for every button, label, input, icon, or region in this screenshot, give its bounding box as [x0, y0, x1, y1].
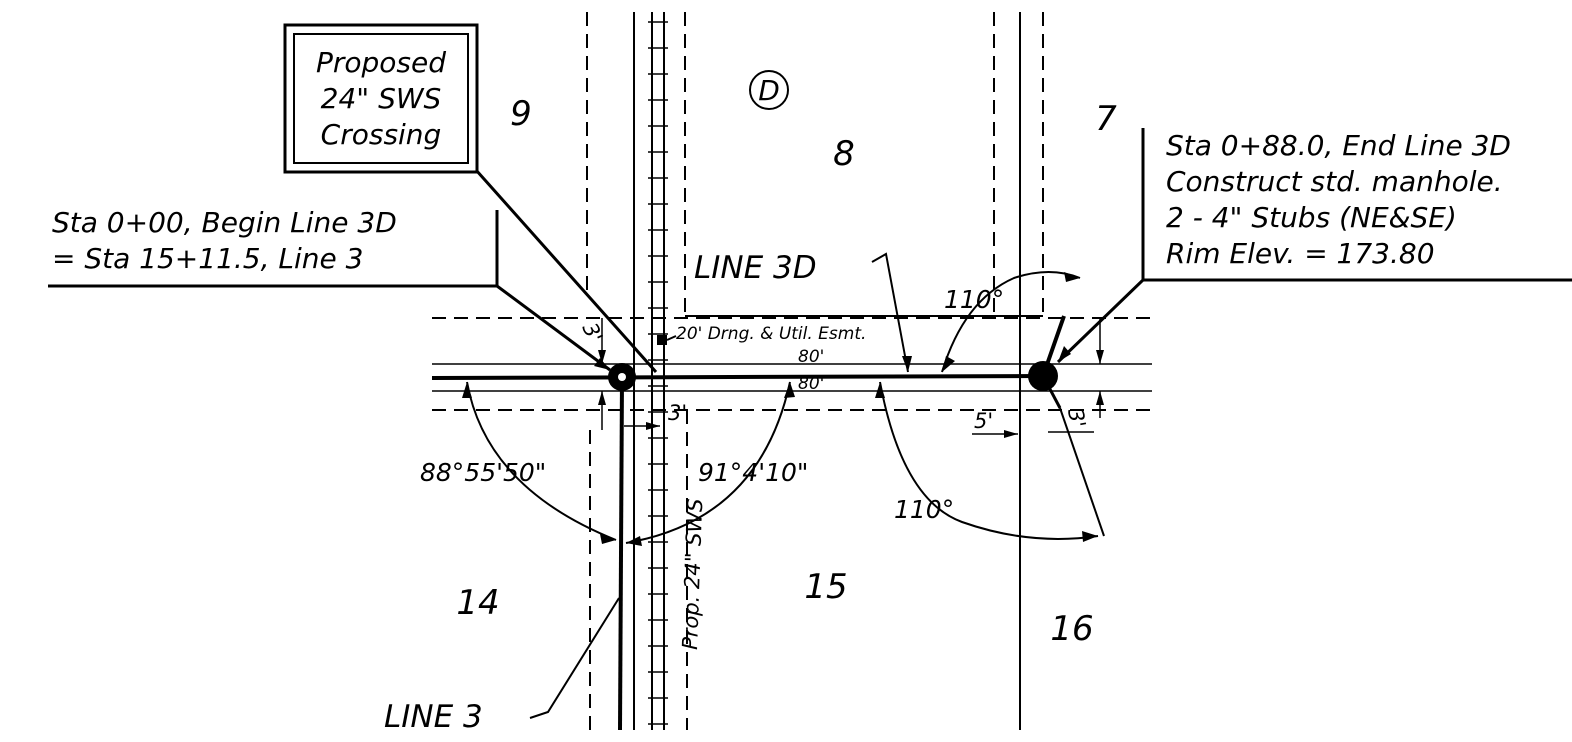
angle-mid-label: 91°4'10"	[698, 458, 808, 487]
offset-5-arrowhead	[1004, 430, 1018, 438]
angle-left-arc	[466, 381, 617, 541]
manhole-begin-core	[618, 373, 626, 381]
angle-right-top-label: 110°	[944, 285, 1004, 314]
angle-right-low-arrow-b	[1082, 531, 1098, 542]
crossing-callout-line-2: 24" SWS	[321, 82, 442, 115]
angle-right-top-arrow-a	[942, 356, 955, 372]
lot-9: 9	[510, 94, 532, 134]
lot-7: 7	[1095, 99, 1117, 139]
angle-right-low-label: 110°	[894, 495, 954, 524]
angle-right-top-arc	[941, 271, 1081, 373]
lot-14: 14	[456, 583, 499, 623]
end-callout-line-4: Rim Elev. = 173.80	[1166, 237, 1435, 270]
end-leader-arrowhead	[1058, 346, 1071, 362]
existing-pipe-ladder	[648, 12, 668, 730]
line-3d-leader	[871, 252, 909, 373]
line-3d-leader-arrowhead	[902, 356, 912, 372]
length-80-bottom: 80'	[798, 374, 824, 394]
end-callout: Sta 0+88.0, End Line 3D Construct std. m…	[1056, 128, 1572, 364]
angle-right-low-arc	[879, 381, 1099, 540]
easement-marker	[657, 335, 667, 345]
lot-8: 8	[833, 134, 855, 174]
line-3-pipe	[618, 377, 624, 731]
block-d-label: D	[758, 74, 780, 107]
angle-right-low-arrow-a	[875, 382, 885, 398]
begin-leader-line	[496, 284, 611, 372]
crossing-callout: Proposed 24" SWS Crossing	[283, 23, 658, 373]
crossing-callout-line-1: Proposed	[316, 46, 446, 79]
crossing-callout-inner-frame	[293, 33, 469, 164]
lot-16: 16	[1050, 609, 1093, 649]
crossing-leader-line	[474, 169, 658, 373]
crossing-callout-line-3: Crossing	[321, 118, 442, 151]
line-3d-label: LINE 3D	[694, 250, 817, 286]
offset-3-left: 3'	[577, 319, 607, 346]
angle-left-arrow-a	[462, 382, 472, 398]
lot-15: 15	[804, 567, 847, 607]
line-3d-label-group: LINE 3D	[694, 250, 912, 373]
angle-right-top-group: 110°	[941, 271, 1081, 373]
angle-right-low-group: 110°	[875, 381, 1105, 542]
block-d-circle	[749, 70, 789, 110]
begin-callout-line-1: Sta 0+00, Begin Line 3D	[52, 206, 397, 239]
line-3d-pipe	[431, 374, 1044, 380]
angle-left-label: 88°55'50"	[420, 458, 546, 487]
line-3-leader	[529, 597, 620, 719]
offset-3-mid: 3'	[668, 401, 687, 425]
manhole-end	[1028, 361, 1058, 391]
angle-right-top-arrow-b	[1064, 272, 1080, 282]
offset-left-group: 3'	[577, 318, 607, 430]
offset-right-group: 3'	[1048, 318, 1104, 433]
crossing-callout-outer-frame	[283, 23, 479, 174]
easement-label: 20' Drng. & Util. Esmt.	[676, 324, 866, 344]
end-callout-line-1: Sta 0+88.0, End Line 3D	[1166, 129, 1511, 162]
offset-5-label: 5'	[974, 409, 993, 433]
angle-mid-arrow-a	[784, 382, 795, 398]
prop-pipe-label: Prop. 24" SWS	[678, 498, 707, 650]
offset-mid-group: 3'	[624, 401, 687, 430]
begin-callout: Sta 0+00, Begin Line 3D = Sta 15+11.5, L…	[48, 206, 611, 372]
length-80-top: 80'	[798, 347, 824, 367]
end-callout-line-2: Construct std. manhole.	[1166, 165, 1503, 198]
angle-mid-arrow-b	[626, 536, 642, 546]
offset-3-right: 3'	[1063, 407, 1090, 430]
easement-marker-leader	[666, 335, 677, 341]
angle-right-low-extension	[1059, 407, 1105, 537]
line-3-label: LINE 3	[384, 699, 483, 735]
angle-left-arrow-b	[600, 534, 616, 544]
line-3-label-group: LINE 3	[384, 597, 620, 735]
begin-callout-line-2: = Sta 15+11.5, Line 3	[52, 242, 363, 275]
offset-5-group: 5'	[972, 409, 1018, 438]
end-callout-line-3: 2 - 4" Stubs (NE&SE)	[1166, 201, 1457, 234]
angle-mid-arc	[625, 381, 791, 544]
angle-left-group: 88°55'50"	[420, 381, 617, 544]
angle-mid-group: 91°4'10"	[625, 381, 808, 546]
